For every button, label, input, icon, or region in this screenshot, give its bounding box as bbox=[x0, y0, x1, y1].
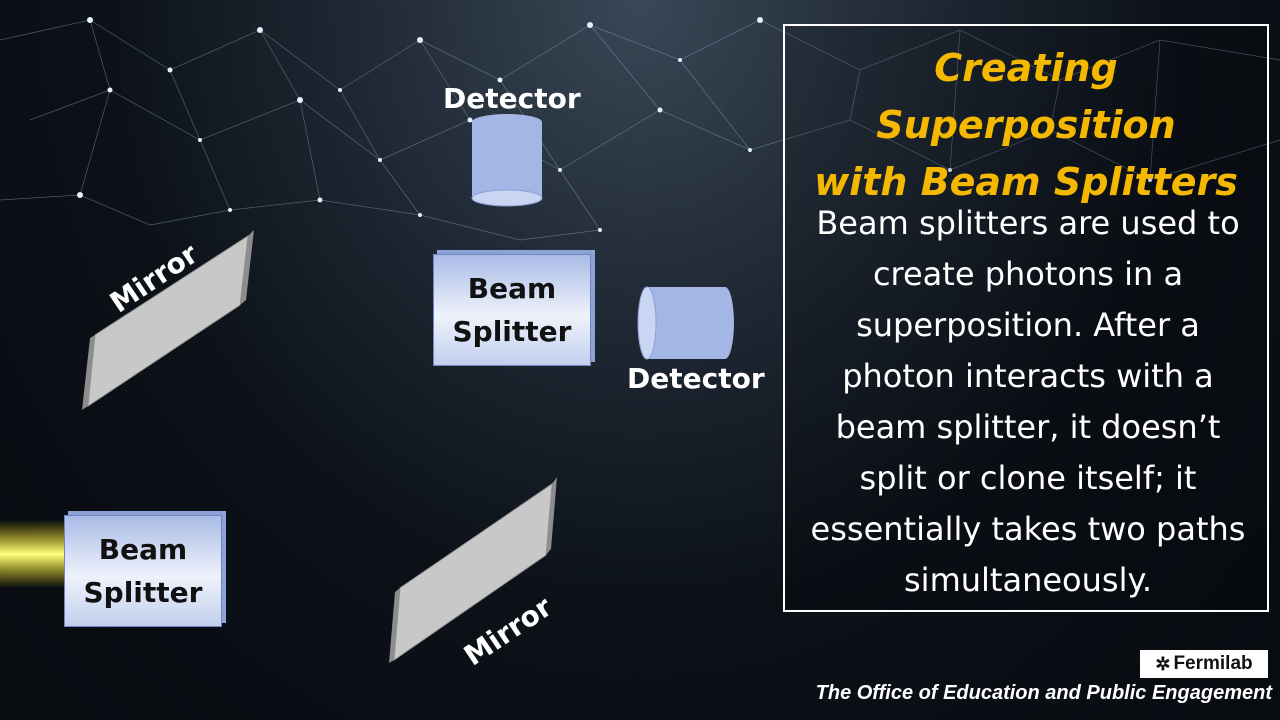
detector-right-label: Detector bbox=[627, 362, 765, 395]
title-line: Creating Superposition bbox=[876, 46, 1176, 147]
detector-top-label: Detector bbox=[443, 82, 581, 115]
detector-top-icon bbox=[471, 114, 543, 207]
beam-splitter-bottom: Beam Splitter bbox=[64, 515, 222, 627]
splitter-top-line-2: Splitter bbox=[452, 315, 572, 348]
body-line: beam splitter, it doesn’t bbox=[835, 408, 1221, 446]
body-line: superposition. After a bbox=[856, 306, 1200, 344]
optics-diagram bbox=[0, 114, 734, 663]
body-line: Beam splitters are used to bbox=[816, 204, 1240, 242]
body-text: Beam splitters are used to create photon… bbox=[795, 198, 1261, 606]
beam-splitter-top: Beam Splitter bbox=[433, 254, 591, 366]
mirror-bottom-icon bbox=[389, 477, 557, 663]
fermilab-logo: ✲ Fermilab bbox=[1140, 650, 1268, 678]
mirror-top-icon bbox=[82, 230, 254, 410]
body-line: split or clone itself; it bbox=[859, 459, 1197, 497]
splitter-bottom-line-2: Splitter bbox=[83, 576, 203, 609]
network-background bbox=[0, 17, 1280, 241]
fermilab-logo-text: Fermilab bbox=[1173, 653, 1253, 674]
splitter-bottom-line-1: Beam bbox=[98, 532, 188, 566]
body-line: create photons in a bbox=[872, 255, 1184, 293]
detector-right-icon bbox=[637, 286, 734, 360]
splitter-top-line-1: Beam bbox=[467, 271, 557, 305]
body-line: photon interacts with a bbox=[842, 357, 1214, 395]
body-line: essentially takes two paths bbox=[810, 510, 1246, 548]
text-panel: Creating Superposition with Beam Splitte… bbox=[783, 24, 1269, 612]
body-line: simultaneously. bbox=[904, 561, 1152, 599]
title-line: with Beam Splitters bbox=[814, 160, 1238, 204]
slide-title: Creating Superposition with Beam Splitte… bbox=[785, 40, 1267, 211]
laser-beam bbox=[0, 520, 72, 588]
fermilab-logo-icon: ✲ bbox=[1155, 653, 1171, 674]
footer-office-text: The Office of Education and Public Engag… bbox=[815, 682, 1272, 704]
